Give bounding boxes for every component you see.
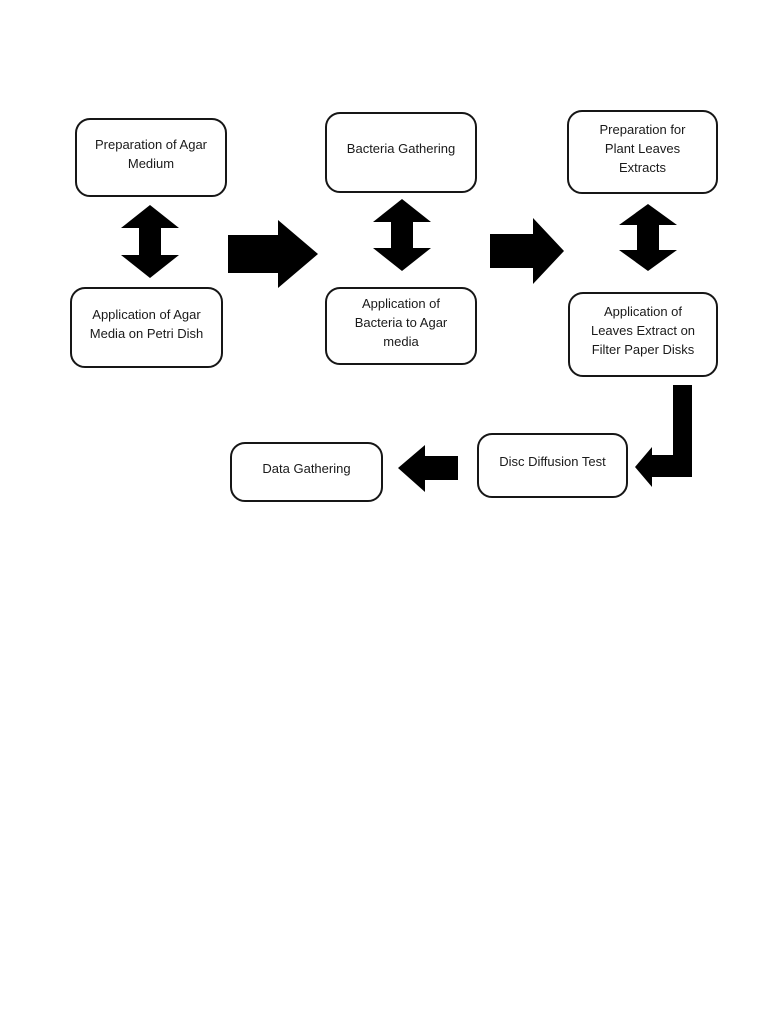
flowchart-node-disc-diffusion-test: Disc Diffusion Test	[477, 433, 628, 498]
node-label: Bacteria Gathering	[346, 141, 456, 156]
node-label: Application of Leaves Extract on Filter …	[590, 304, 696, 357]
node-label: Preparation for Plant Leaves Extracts	[599, 121, 686, 175]
elbow-down-left-arrow-icon	[635, 385, 692, 487]
flowchart-node-prep-plant-leaves-extracts: Preparation for Plant Leaves Extracts	[567, 110, 718, 194]
node-label: Data Gathering	[262, 460, 351, 476]
node-label: Disc Diffusion Test	[499, 454, 606, 469]
left-arrow-icon	[398, 445, 458, 492]
flowchart-node-bacteria-gathering: Bacteria Gathering	[325, 112, 477, 193]
flowchart-node-application-leaves-extract: Application of Leaves Extract on Filter …	[568, 292, 718, 377]
flowchart-node-prep-agar-medium: Preparation of Agar Medium	[75, 118, 227, 197]
flowchart-node-application-bacteria: Application of Bacteria to Agar media	[325, 287, 477, 365]
right-arrow-icon	[228, 220, 318, 288]
double-vertical-arrow-icon	[373, 199, 431, 271]
flowchart-node-application-agar-media: Application of Agar Media on Petri Dish	[70, 287, 223, 368]
node-label: Application of Agar Media on Petri Dish	[89, 306, 204, 341]
right-arrow-icon	[490, 218, 564, 284]
node-label: Application of Bacteria to Agar media	[354, 295, 448, 349]
flowchart-node-data-gathering: Data Gathering	[230, 442, 383, 502]
double-vertical-arrow-icon	[121, 205, 179, 278]
node-label: Preparation of Agar Medium	[94, 136, 208, 171]
double-vertical-arrow-icon	[619, 204, 677, 271]
